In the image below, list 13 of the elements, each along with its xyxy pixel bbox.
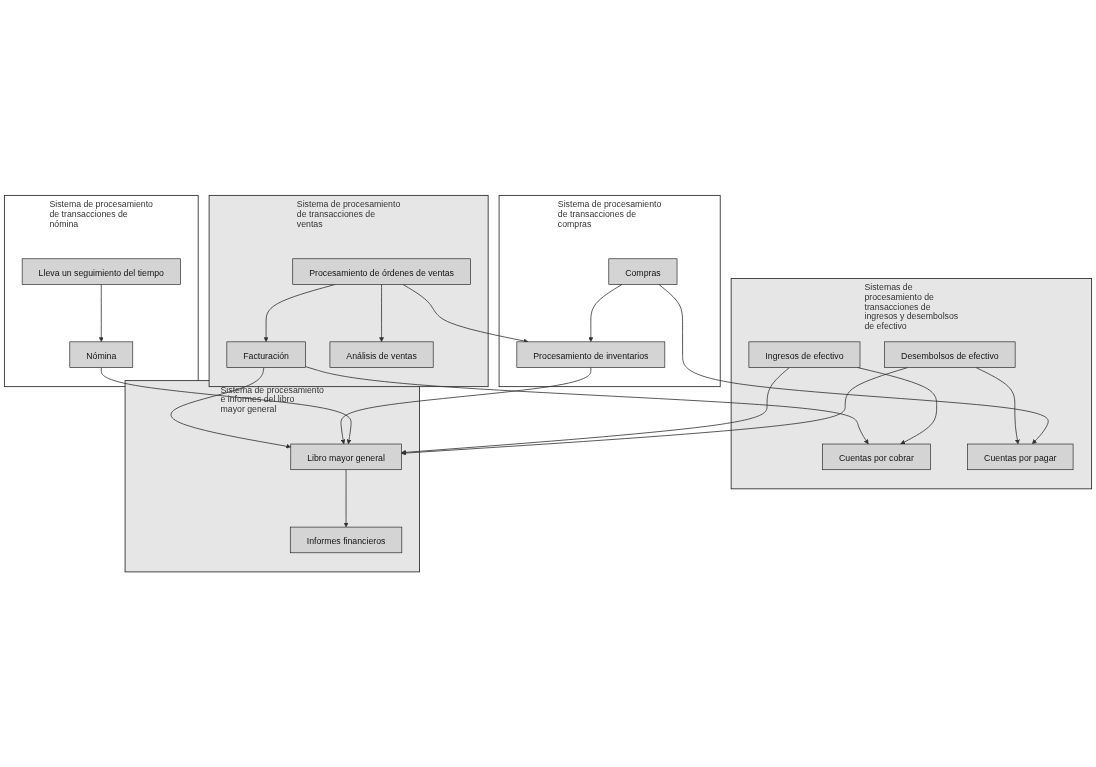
node-box: Libro mayor general <box>290 443 402 470</box>
node-box: Nómina <box>69 341 134 368</box>
node-box: Compras <box>608 258 678 285</box>
node-box: Informes financieros <box>289 526 403 553</box>
node-box: Procesamiento de órdenes de ventas <box>292 258 471 285</box>
node-box: Facturación <box>226 341 306 368</box>
node-box: Análisis de ventas <box>329 341 434 368</box>
node-box: Lleva un seguimiento del tiempo <box>21 258 181 285</box>
node-box: Cuentas por pagar <box>967 443 1074 470</box>
node-box: Cuentas por cobrar <box>822 443 931 470</box>
node-box: Procesamiento de inventarios <box>516 341 666 368</box>
node-box: Ingresos de efectivo <box>748 341 861 368</box>
node-box: Desembolsos de efectivo <box>884 341 1016 368</box>
